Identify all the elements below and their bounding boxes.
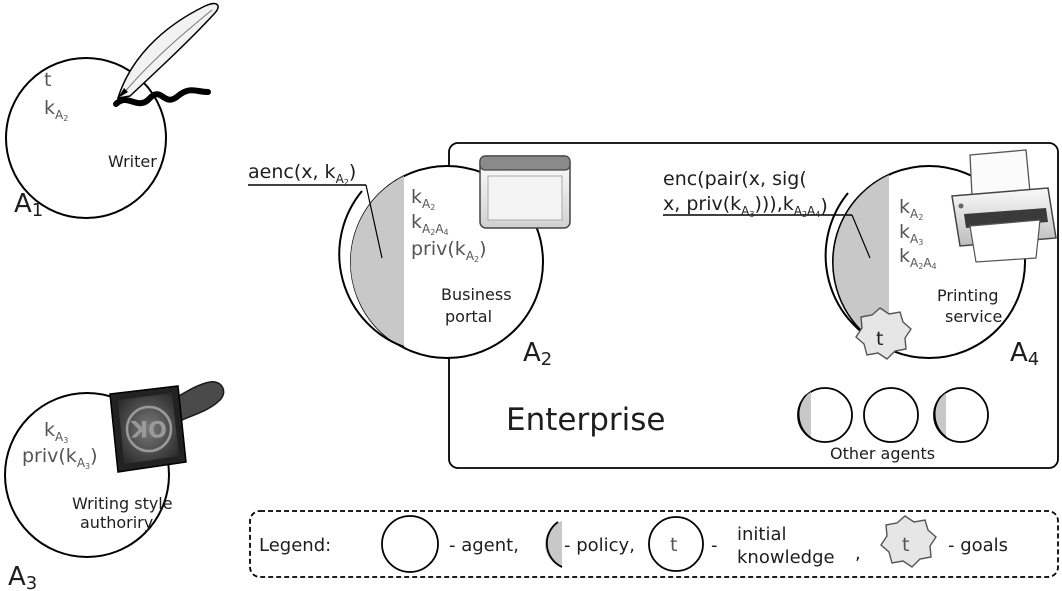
- legend-agent: - agent,: [449, 535, 519, 556]
- legend: Legend: - agent, - policy, t - initial k…: [249, 510, 1059, 578]
- quill-pen-icon: [113, 2, 219, 107]
- legend-goal-sample-label: t: [902, 534, 909, 556]
- other-agents: Other agents: [797, 387, 989, 463]
- legend-knowledge-line2: knowledge: [737, 547, 835, 568]
- goal-label: t: [876, 328, 883, 350]
- stamp-mark: OK: [130, 415, 167, 440]
- knowledge-key-3: kA2A4: [899, 245, 937, 271]
- agent-name: Writer: [108, 152, 157, 171]
- enterprise-title: Enterprise: [506, 402, 665, 438]
- other-agents-label: Other agents: [830, 444, 935, 463]
- policy-pointer: [365, 184, 383, 259]
- printer-icon: [951, 149, 1057, 263]
- legend-policy: - policy,: [564, 535, 635, 556]
- legend-border: [249, 510, 1059, 578]
- knowledge-key: kA3: [44, 419, 68, 445]
- agent-name-line2: portal: [445, 307, 492, 326]
- policy-label-line1: enc(pair(x, sig(: [663, 168, 807, 190]
- legend-agent-sample: [381, 515, 439, 573]
- agent-printing-service: enc(pair(x, sig( x, priv(kA3))),kA2A4) k…: [663, 149, 1057, 370]
- legend-knowledge-sample-label: t: [670, 534, 677, 556]
- agent-label: A1: [14, 189, 43, 221]
- agent-writer: t kA2 Writer A1: [5, 2, 219, 221]
- policy-segment: [350, 176, 404, 348]
- legend-knowledge-sample: [648, 516, 704, 572]
- agent-name-line2: service: [945, 307, 1002, 326]
- knowledge-key-1: kA2: [899, 196, 923, 222]
- knowledge-key: kA2: [44, 97, 68, 123]
- policy-label: aenc(x, kA2): [248, 161, 356, 187]
- rubber-stamp-icon: OK: [109, 381, 225, 473]
- agent-label: A2: [523, 338, 552, 370]
- knowledge-t: t: [44, 69, 51, 91]
- agent-writing-style-authority: kA3 priv(kA3) Writing style authoriry A3…: [4, 381, 225, 591]
- agent-name-line2: authoriry: [80, 513, 153, 532]
- agent-business-portal: aenc(x, kA2) kA2 kA2A4 priv(kA2) Busines…: [248, 155, 571, 370]
- legend-knowledge-dash: -: [711, 535, 718, 556]
- other-agent-circle: [863, 387, 919, 443]
- legend-knowledge-line1: initial: [737, 524, 787, 545]
- browser-window-icon: [479, 155, 571, 229]
- policy-segment: [833, 175, 889, 349]
- policy-arc: [338, 190, 405, 348]
- knowledge-key-2: kA2A4: [411, 211, 449, 237]
- agent-name-line1: Printing: [937, 286, 999, 305]
- knowledge-key-1: kA2: [411, 186, 435, 212]
- legend-title: Legend:: [259, 535, 331, 556]
- policy-pointer: [851, 214, 871, 259]
- goal-seal: t: [855, 307, 912, 360]
- knowledge-private-key: priv(kA2): [411, 238, 487, 264]
- agent-name-line1: Business: [441, 285, 512, 304]
- agent-label: A3: [8, 562, 37, 591]
- legend-goals: - goals: [948, 535, 1008, 556]
- agent-name-line1: Writing style: [72, 494, 173, 513]
- agent-label: A4: [1010, 338, 1039, 370]
- policy-label-line2: x, priv(kA3))),kA2A4): [663, 193, 828, 219]
- knowledge-key-2: kA3: [899, 221, 923, 247]
- legend-goal-sample: [880, 515, 937, 568]
- legend-knowledge-comma: ,: [855, 543, 861, 564]
- knowledge-private-key: priv(kA3): [22, 445, 98, 471]
